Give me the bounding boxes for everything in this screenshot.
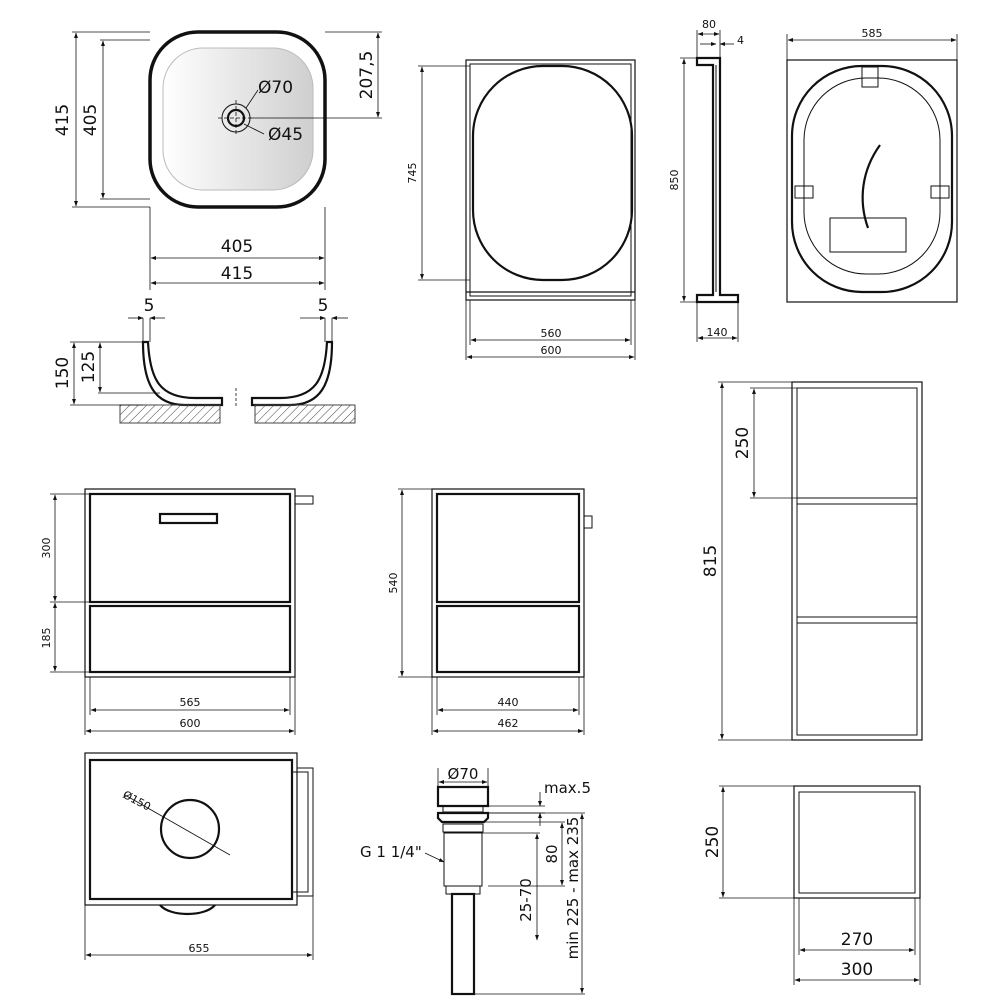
drain-pipe bbox=[450, 892, 476, 996]
mirror-back-width: 585 bbox=[862, 27, 883, 40]
vanity-side-frame bbox=[431, 488, 585, 678]
rim-right-label: 5 bbox=[318, 296, 329, 316]
drain-thread bbox=[443, 832, 483, 887]
section-height-inner: 125 bbox=[79, 351, 99, 383]
vanity-frame bbox=[84, 488, 296, 678]
mirror-side-profile bbox=[695, 56, 740, 304]
rim-left-label: 5 bbox=[144, 296, 155, 316]
basin-width-inner: 405 bbox=[221, 237, 253, 257]
vanity-width-outer: 600 bbox=[180, 717, 201, 730]
drain-diameter-label: Ø45 bbox=[268, 125, 303, 145]
tall-shelf-view: 250 815 bbox=[701, 381, 923, 741]
section-height-total: 150 bbox=[53, 357, 73, 389]
mirror-wall-gap: 4 bbox=[737, 34, 744, 47]
mirror-back-frame bbox=[786, 59, 958, 303]
shelf-gap-label: 250 bbox=[733, 427, 753, 459]
basin-wall-left bbox=[141, 340, 224, 407]
mirror-height-label: 745 bbox=[406, 163, 419, 184]
countertop-right bbox=[254, 404, 356, 424]
small-shelf-view: 250 270 300 bbox=[703, 785, 921, 985]
vanity-depth-outer: 462 bbox=[498, 717, 519, 730]
total-range-label: min 225 - max 235 bbox=[564, 817, 582, 960]
basin-inner-bowl bbox=[162, 47, 314, 191]
hanger-bracket bbox=[861, 66, 879, 88]
basin-width-outer: 415 bbox=[221, 264, 253, 284]
basin-wall-right bbox=[250, 340, 334, 407]
vanity-front-view: 300 185 565 600 bbox=[40, 488, 314, 735]
small-shelf-height: 250 bbox=[703, 826, 723, 858]
vanity-top-width: 655 bbox=[189, 942, 210, 955]
cap-diameter-label: Ø70 bbox=[448, 765, 479, 783]
mirror-front-view: 745 560 600 bbox=[406, 59, 636, 360]
drain-cap bbox=[436, 785, 490, 808]
mirror-frame-outer bbox=[465, 59, 636, 301]
mirror-glass bbox=[471, 64, 634, 282]
vanity-side-height: 540 bbox=[387, 573, 400, 594]
basin-outer-rim bbox=[148, 30, 327, 209]
drain-stub bbox=[294, 495, 314, 505]
led-driver-box bbox=[829, 217, 907, 253]
mirror-back-view: 585 bbox=[786, 27, 958, 303]
basin-hole bbox=[159, 798, 221, 860]
hole-diameter-label: Ø150 bbox=[121, 788, 153, 813]
max-gap-label: max.5 bbox=[544, 779, 591, 797]
overflow-diameter-label: Ø70 bbox=[258, 78, 293, 98]
thread-size-label: G 1 1/4" bbox=[360, 843, 422, 861]
drawer-top-height: 300 bbox=[40, 538, 53, 559]
drawer-bottom-height: 185 bbox=[40, 628, 53, 649]
drawer-handle bbox=[158, 512, 219, 525]
side-top-panel bbox=[435, 492, 581, 604]
adjust-range-label: 25-70 bbox=[517, 878, 535, 922]
small-shelf-width-outer: 300 bbox=[841, 960, 873, 980]
mirror-base-depth: 140 bbox=[707, 326, 728, 339]
mirror-side-height: 850 bbox=[668, 170, 681, 191]
basin-top-view: Ø70 Ø45 415 405 207,5 405 415 bbox=[53, 30, 382, 290]
vanity-side-view: 540 440 462 bbox=[387, 488, 593, 735]
drain-flange bbox=[436, 811, 490, 824]
mirror-width-outer: 600 bbox=[541, 344, 562, 357]
side-stub bbox=[583, 515, 593, 529]
body-length-label: 80 bbox=[543, 844, 561, 863]
small-shelf-width-inner: 270 bbox=[841, 930, 873, 950]
basin-height-outer: 415 bbox=[53, 104, 73, 136]
drain-offset-label: 207,5 bbox=[357, 51, 377, 100]
vanity-depth-inner: 440 bbox=[498, 696, 519, 709]
side-bracket-right bbox=[930, 185, 950, 199]
vanity-width-inner: 565 bbox=[180, 696, 201, 709]
mirror-top-depth: 80 bbox=[702, 18, 716, 31]
mirror-led-strip bbox=[803, 77, 941, 275]
drain-valve-view: Ø70 max.5 G 1 1/4" 80 25-70 min 225 - ma… bbox=[360, 765, 591, 996]
side-bracket-left bbox=[794, 185, 814, 199]
basin-height-inner: 405 bbox=[81, 104, 101, 136]
small-shelf-outer bbox=[793, 785, 921, 899]
mirror-width-inner: 560 bbox=[541, 327, 562, 340]
vanity-top-inner bbox=[88, 758, 294, 901]
tall-shelf-height: 815 bbox=[701, 545, 721, 577]
vanity-top-view: Ø150 655 bbox=[84, 752, 314, 960]
basin-section-view: 5 5 150 125 bbox=[53, 296, 356, 424]
countertop-left bbox=[119, 404, 221, 424]
top-drawer bbox=[88, 492, 292, 604]
vanity-top-outer bbox=[84, 752, 298, 906]
bottom-drawer bbox=[88, 604, 292, 674]
tall-shelf-outer bbox=[791, 381, 923, 741]
mirror-back-oval bbox=[790, 64, 954, 294]
side-bottom-panel bbox=[435, 604, 581, 674]
mirror-side-view: 80 4 850 140 bbox=[668, 18, 744, 342]
